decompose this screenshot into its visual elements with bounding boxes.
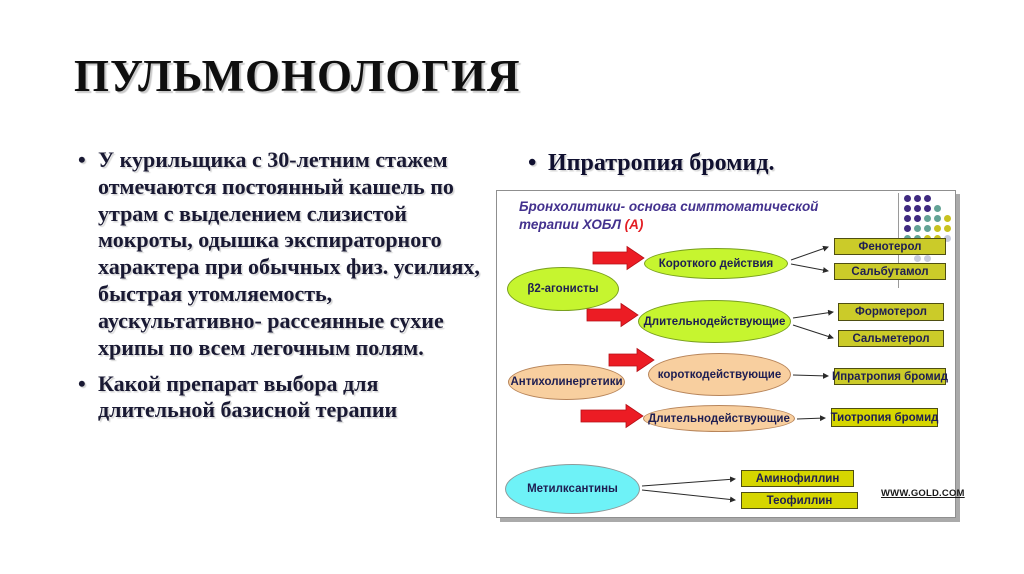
drug-fenoterol: Фенотерол <box>834 238 946 255</box>
connector-to-fenoterol <box>790 245 829 261</box>
decor-dot <box>904 195 911 202</box>
decor-dot <box>914 255 921 262</box>
drug-formoterol: Формотерол <box>838 303 944 321</box>
decor-dot <box>924 255 931 262</box>
decor-dot <box>944 235 951 242</box>
decor-dot <box>924 225 931 232</box>
drug-ipratropium-bromide: Ипратропия бромид <box>832 368 948 385</box>
connector-to-formoterol <box>792 309 834 319</box>
diagram-title-line2: терапии ХОБЛ <box>519 216 625 232</box>
decor-dot <box>924 205 931 212</box>
answer-bullet: Ипратропия бромид. <box>526 150 956 177</box>
connector-to-tiotropium <box>796 415 826 422</box>
diagram-title: Бронхолитики- основа симптоматической те… <box>519 198 859 233</box>
decor-dot <box>934 225 941 232</box>
drug-salmeterol: Сальметерол <box>838 330 944 347</box>
decor-dot <box>924 215 931 222</box>
red-arrow-to-short-beta2 <box>592 245 645 271</box>
diagram-title-line1: Бронхолитики- основа симптоматической <box>519 199 819 214</box>
node-short-acting-anticholinergic: короткодействующие <box>648 353 791 396</box>
decor-dot <box>914 225 921 232</box>
connector-to-aminophylline <box>641 476 736 487</box>
drug-theophylline: Теофиллин <box>741 492 858 509</box>
question-bullet: Какой препарат выбора для длительной баз… <box>76 371 494 425</box>
drug-salbutamol: Сальбутамол <box>834 263 946 280</box>
node-anticholinergics: Антихолинергетики <box>508 364 625 400</box>
evidence-grade: (А) <box>624 216 644 232</box>
connector-to-salmeterol <box>792 324 834 340</box>
node-long-acting-anticholinergic: Длительнодействующие <box>643 405 795 432</box>
decor-dot <box>944 215 951 222</box>
decor-dot <box>904 225 911 232</box>
page-title: ПУЛЬМОНОЛОГИЯ <box>74 51 521 101</box>
case-description-list: У курильщика с 30-летним стажем отмечают… <box>76 147 494 433</box>
gold-watermark: WWW.GOLD.COM <box>881 488 965 499</box>
connector-to-ipratropium <box>792 372 829 379</box>
decor-dot <box>904 205 911 212</box>
decor-dot <box>944 225 951 232</box>
decor-dot <box>904 215 911 222</box>
node-methylxanthines: Метилксантины <box>505 464 640 514</box>
decor-dot <box>924 195 931 202</box>
node-beta2-agonists: β2-агонисты <box>507 267 619 311</box>
connector-to-salbutamol <box>790 263 829 274</box>
drug-tiotropium-bromide: Тиотропия бромид <box>831 408 938 427</box>
decor-dot <box>914 205 921 212</box>
case-bullet: У курильщика с 30-летним стажем отмечают… <box>76 147 494 362</box>
node-short-acting-beta2: Короткого действия <box>644 248 788 279</box>
drug-aminophylline: Аминофиллин <box>741 470 854 487</box>
red-arrow-to-short-anticholinergic <box>608 347 655 373</box>
red-arrow-to-long-anticholinergic <box>580 403 644 429</box>
bronchodilators-diagram: Бронхолитики- основа симптоматической те… <box>496 190 964 518</box>
connector-to-theophylline <box>641 489 736 503</box>
node-long-acting-beta2: Длительнодействующие <box>638 300 791 343</box>
decor-dot <box>934 215 941 222</box>
decor-dot <box>914 195 921 202</box>
decor-dot <box>914 215 921 222</box>
decor-dot <box>934 205 941 212</box>
